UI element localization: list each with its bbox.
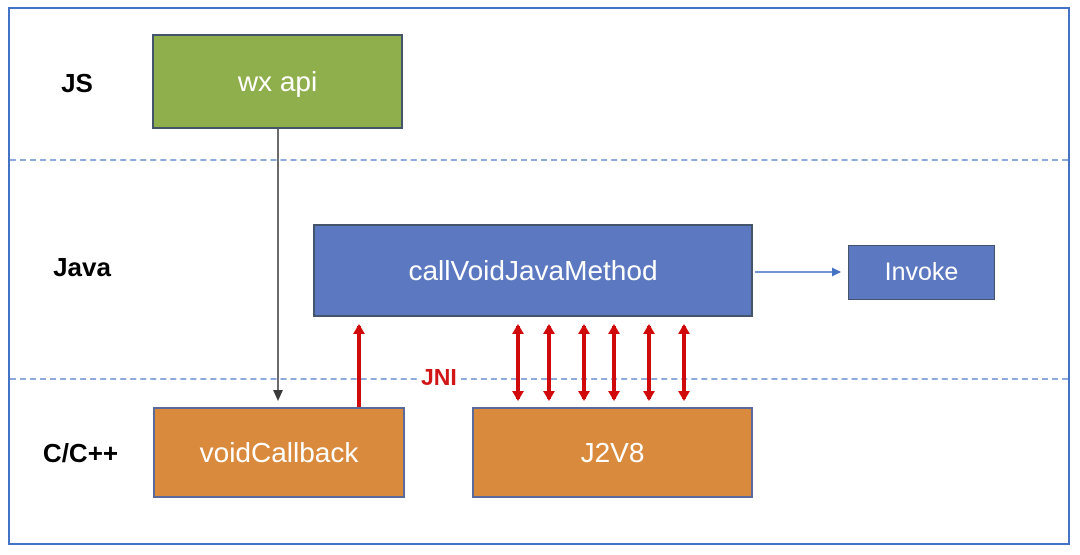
node-wx-api: wx api xyxy=(152,34,403,129)
node-j2v8: J2V8 xyxy=(472,407,753,498)
node-invoke: Invoke xyxy=(848,245,995,300)
layer-label-java: Java xyxy=(53,252,111,282)
node-call-void-java-method: callVoidJavaMethod xyxy=(313,224,753,317)
node-call-void-java-method-label: callVoidJavaMethod xyxy=(408,254,658,286)
layer-label-js: JS xyxy=(61,68,93,98)
layer-divider-java-cpp xyxy=(10,378,1068,380)
node-wx-api-label: wx api xyxy=(237,65,318,97)
node-void-callback-label: voidCallback xyxy=(199,436,359,468)
layer-divider-js-java xyxy=(10,159,1068,161)
node-void-callback: voidCallback xyxy=(153,407,405,498)
node-j2v8-label: J2V8 xyxy=(580,436,645,468)
jni-annotation: JNI xyxy=(417,364,461,391)
layer-label-cpp: C/C++ xyxy=(42,438,119,468)
node-invoke-label: Invoke xyxy=(884,258,959,286)
